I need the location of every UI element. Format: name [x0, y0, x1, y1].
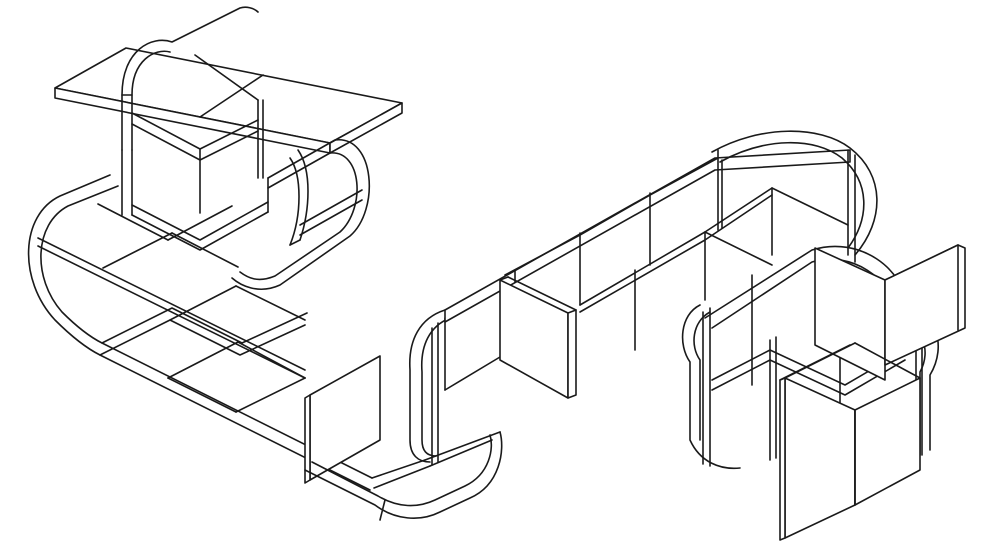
center-front-panel: [499, 276, 577, 399]
right-front-panel: [779, 342, 921, 541]
center-left-rounded-end: [409, 309, 566, 466]
right-panel-unit: [681, 244, 966, 541]
left-shelf-unit: [27, 6, 503, 521]
right-back-panel: [814, 244, 966, 381]
middle-curved-section: [131, 139, 370, 290]
left-vertical-panel: [304, 355, 381, 484]
large-s-curve-shelf: [27, 174, 373, 491]
center-panel-unit: [409, 130, 878, 466]
center-right-rounded-end: [704, 130, 878, 266]
top-shelf-panel: [54, 47, 403, 179]
